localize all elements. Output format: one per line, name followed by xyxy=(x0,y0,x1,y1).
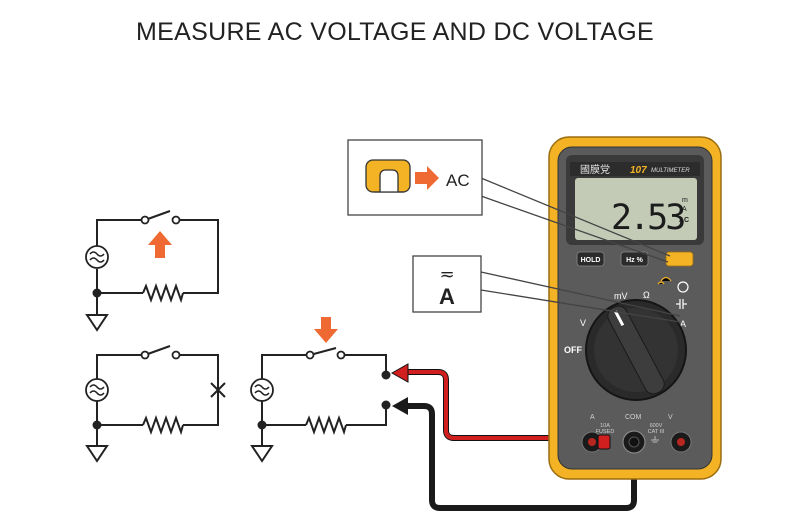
fuse-label-1: 10A xyxy=(600,423,610,429)
cat-label-1: 600V xyxy=(650,423,663,429)
test-point-black xyxy=(381,400,391,410)
dial-ohm-label: Ω xyxy=(643,290,650,300)
jack-com-label: COM xyxy=(625,414,642,421)
resistor xyxy=(142,283,184,304)
circuit-2 xyxy=(85,345,226,463)
backlight-icon xyxy=(677,281,689,293)
circuit-1 xyxy=(85,210,219,332)
lcd-unit-m: m xyxy=(682,197,688,204)
hold-button[interactable] xyxy=(576,251,605,267)
callout-function xyxy=(412,255,681,323)
red-plug xyxy=(597,434,611,450)
hold-button-label: HOLD xyxy=(581,257,601,264)
fuse-label-2: FUSED xyxy=(596,429,615,435)
dial-pointer xyxy=(607,305,665,395)
finger-press-icon xyxy=(379,169,399,192)
lcd-reading: 2.53 xyxy=(611,198,684,238)
test-point-red xyxy=(381,370,391,380)
ground-symbol xyxy=(85,314,109,332)
hz-button[interactable] xyxy=(620,251,649,267)
ac-source-icon xyxy=(85,378,109,402)
red-probe-tip xyxy=(390,363,409,383)
hz-button-label: Hz % xyxy=(626,257,644,264)
callout-ac xyxy=(347,139,671,263)
ac-source-icon xyxy=(250,378,274,402)
dial-mv-label: mV xyxy=(614,291,628,301)
node-dot xyxy=(92,288,102,298)
cat-label-2: CAT III xyxy=(648,429,665,435)
multimeter xyxy=(548,136,722,480)
black-probe-tip xyxy=(392,397,408,415)
dial-v-label: V xyxy=(580,318,586,328)
callout-func-symbol: ≂ xyxy=(439,264,454,284)
right-arrow-icon xyxy=(415,166,439,190)
lcd-unit-ac: AC xyxy=(679,217,689,224)
continuity-icon xyxy=(657,276,672,285)
meter-model: 107 xyxy=(630,165,647,176)
capacitor-icon xyxy=(676,299,687,309)
select-button[interactable] xyxy=(665,251,694,267)
circuit-3 xyxy=(250,347,387,463)
down-arrow-icon xyxy=(314,317,338,343)
ac-source-icon xyxy=(85,245,109,269)
jack-a-label: A xyxy=(590,414,595,421)
lcd-screen xyxy=(575,178,697,240)
lcd-unit-a: A xyxy=(682,206,687,213)
black-test-lead xyxy=(406,403,637,511)
meter-model-suffix: MULTIMETER xyxy=(651,168,690,174)
ground-icon xyxy=(651,436,659,443)
callout-ac-label: AC xyxy=(446,171,470,190)
page-title: MEASURE AC VOLTAGE AND DC VOLTAGE xyxy=(136,18,654,46)
dial-off-label: OFF xyxy=(564,345,582,355)
meter-brand: 國膜党 xyxy=(580,163,610,176)
dial-a-label: A xyxy=(680,319,686,329)
red-test-lead xyxy=(406,370,604,440)
jack-v-label: V xyxy=(668,414,673,421)
callout-func-unit: A xyxy=(439,284,455,309)
up-arrow-icon xyxy=(148,231,172,258)
